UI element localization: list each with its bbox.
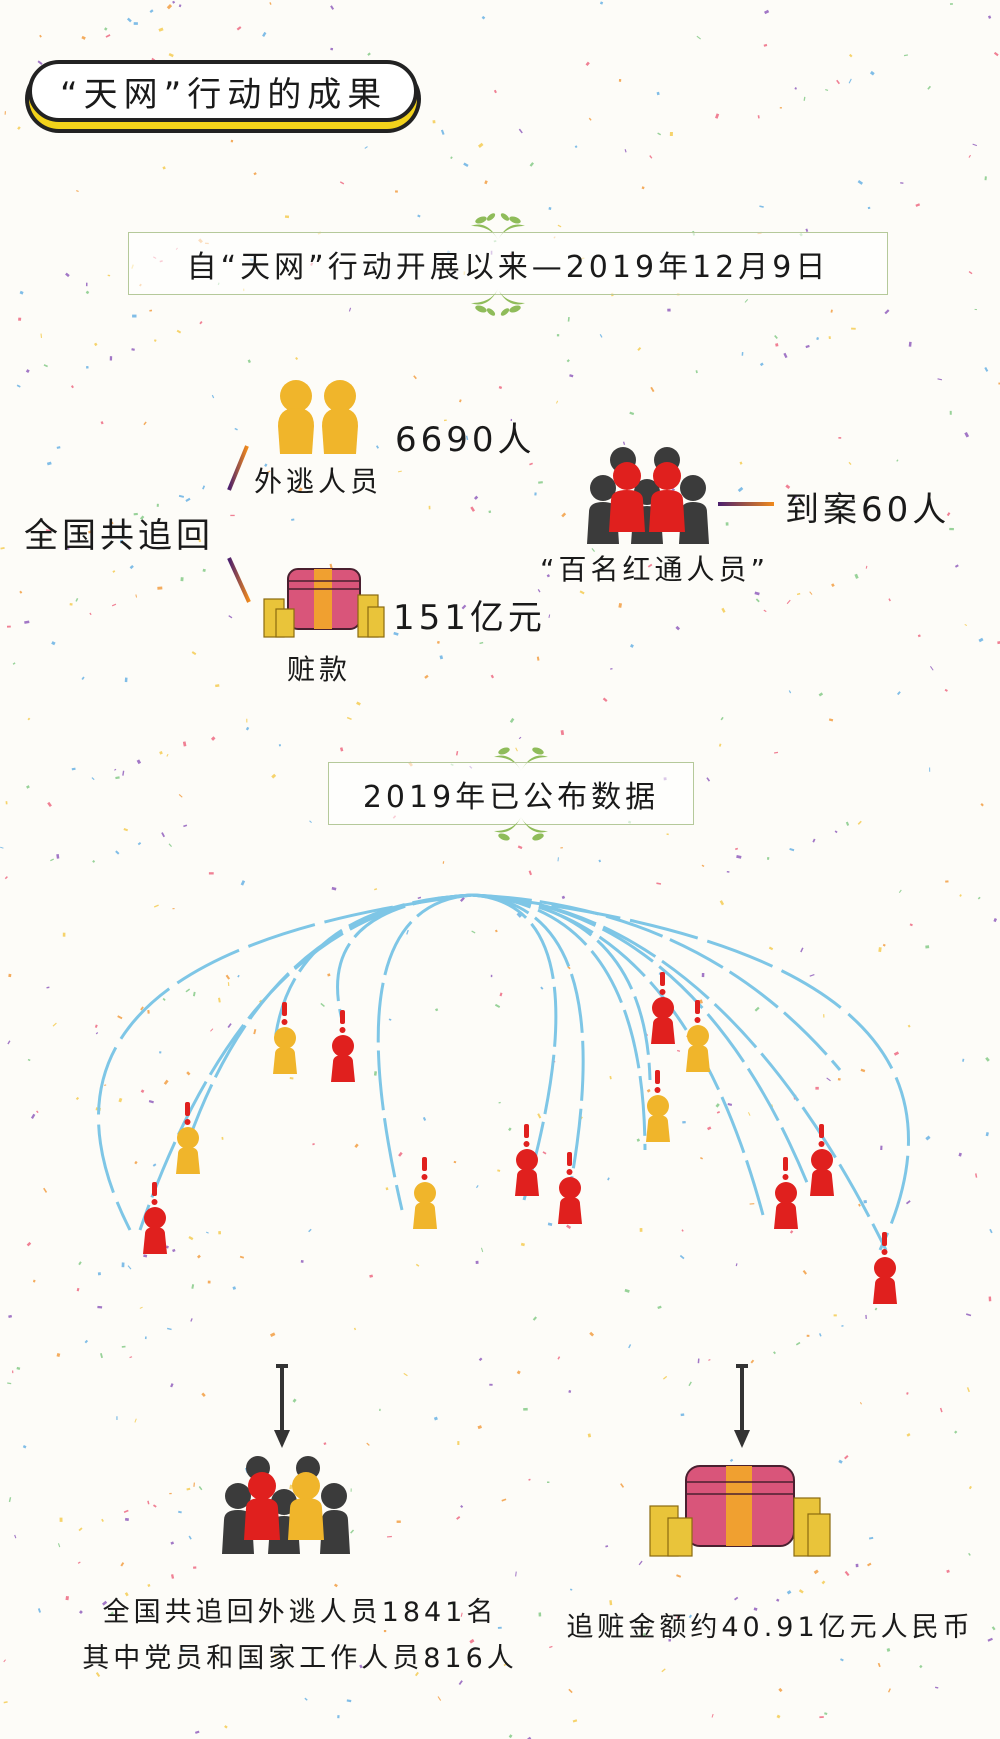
fugitive-figure-icon bbox=[774, 1157, 798, 1229]
net-line bbox=[471, 893, 842, 1071]
money-value: 151亿元 bbox=[393, 598, 546, 638]
red-notice-connector bbox=[718, 502, 774, 506]
net-outer-line bbox=[471, 893, 910, 1251]
net-line bbox=[180, 893, 473, 1161]
sky-net-illustration bbox=[96, 893, 910, 1304]
net-line bbox=[376, 893, 473, 1211]
arrow-down-left-icon bbox=[274, 1364, 290, 1448]
net-line bbox=[138, 893, 473, 1231]
fugitive-figure-icon bbox=[686, 1000, 710, 1072]
fugitive-figure-icon bbox=[873, 1232, 897, 1304]
recovered-group-icon bbox=[222, 1456, 350, 1554]
net-line bbox=[471, 893, 810, 1186]
fugitives-label: 外逃人员 bbox=[254, 465, 383, 498]
recovered-money-icon bbox=[649, 1465, 831, 1557]
fugitive-people-icon bbox=[278, 380, 358, 454]
fugitive-figure-icon bbox=[413, 1157, 437, 1229]
net-line bbox=[471, 893, 585, 1189]
fugitive-figure-icon bbox=[651, 972, 675, 1044]
red-notice-label: “百名红通人员” bbox=[540, 553, 770, 586]
net-line bbox=[471, 893, 558, 1201]
section1-banner: 自“天网”行动开展以来—2019年12月9日 bbox=[128, 232, 888, 295]
red-notice-group-icon bbox=[587, 447, 709, 544]
section2-banner: 2019年已公布数据 bbox=[328, 762, 694, 825]
fugitive-figure-icon bbox=[646, 1070, 670, 1142]
connector-lines bbox=[227, 445, 251, 603]
fugitives-value: 6690人 bbox=[395, 420, 536, 460]
red-notice-value: 到案60人 bbox=[785, 490, 951, 530]
net-outer-line bbox=[96, 893, 473, 1231]
arrow-down-right-icon bbox=[734, 1364, 750, 1448]
recovered-label: 全国共追回 bbox=[24, 516, 214, 556]
laurel-icon-bottom-2 bbox=[494, 817, 548, 841]
fugitive-figure-icon bbox=[558, 1152, 582, 1224]
money-pile-icon bbox=[263, 568, 385, 638]
net-line bbox=[471, 893, 888, 1251]
fugitive-figure-icon bbox=[810, 1124, 834, 1196]
fugitive-figure-icon bbox=[273, 1002, 297, 1074]
fugitive-figure-icon bbox=[176, 1102, 200, 1174]
fugitive-figure-icon bbox=[515, 1124, 539, 1196]
fugitive-figure-icon bbox=[331, 1010, 355, 1082]
caption-left-line2: 其中党员和国家工作人员816人 bbox=[82, 1643, 518, 1674]
caption-left-line1: 全国共追回外逃人员1841名 bbox=[102, 1597, 498, 1628]
laurel-icon-bottom bbox=[471, 289, 525, 316]
caption-right: 追赃金额约40.91亿元人民币 bbox=[566, 1612, 974, 1643]
fugitive-figure-icon bbox=[143, 1182, 167, 1254]
net-line bbox=[471, 893, 765, 1216]
money-label: 赃款 bbox=[287, 653, 352, 686]
page-title: “天网”行动的成果 bbox=[28, 60, 418, 122]
